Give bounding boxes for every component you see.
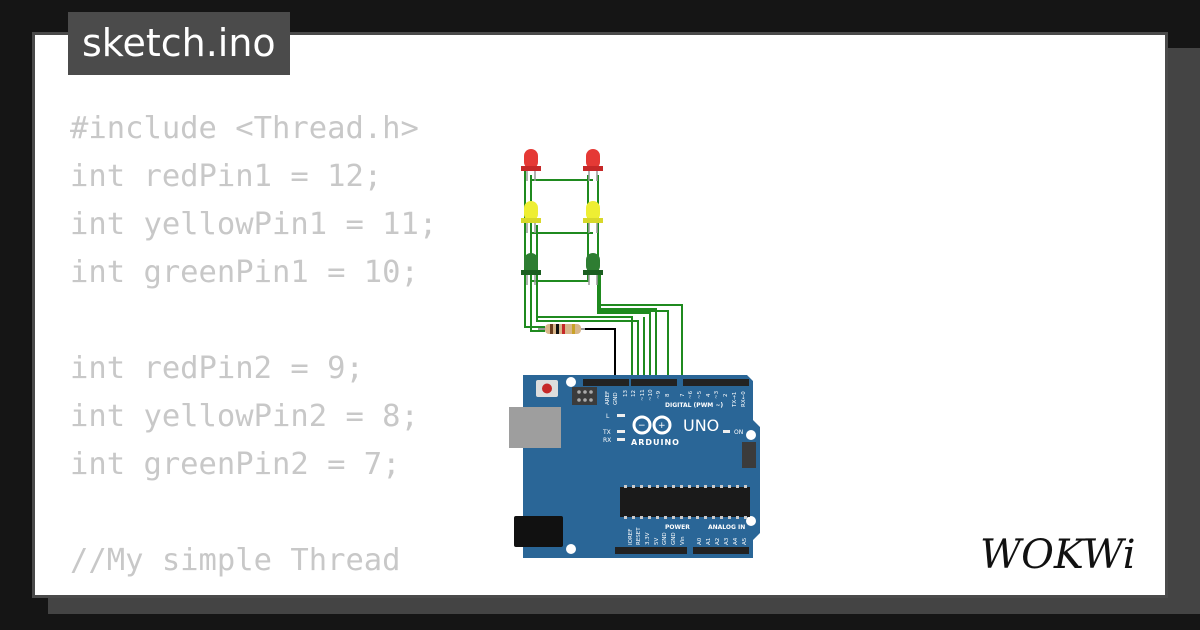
code-line: //My simple Thread — [70, 543, 401, 578]
pin-label: 5V — [654, 538, 660, 545]
pin-label: IOREF — [628, 529, 634, 545]
green-led-1[interactable] — [521, 253, 541, 285]
pin-label: GND — [613, 392, 619, 405]
pin-label: A3 — [724, 537, 730, 545]
usb-port — [509, 407, 561, 448]
pin-label: 13 — [623, 390, 629, 397]
project-card[interactable]: #include <Thread.h> int redPin1 = 12; int … — [32, 32, 1168, 598]
pin-label: GND — [662, 532, 668, 545]
pin-label: ~6 — [688, 390, 694, 399]
analog-pin-labels: A0 A1 A2 A3 A4 A5 — [697, 537, 748, 545]
board-brand: ARDUINO — [631, 438, 680, 447]
yellow-led-1[interactable] — [521, 201, 541, 233]
arduino-infinity-icon — [632, 415, 672, 435]
power-jack — [514, 516, 563, 547]
plus-sign: + — [658, 421, 666, 431]
pin-label: 2 — [723, 394, 729, 398]
green-led-2[interactable] — [583, 253, 603, 285]
board-model: UNO — [683, 416, 719, 435]
pin-label: RX←0 — [741, 391, 747, 407]
pin-label: 8 — [665, 393, 671, 397]
pin-label: ~9 — [656, 390, 662, 399]
pin-label: ~11 — [640, 389, 646, 401]
wokwi-logo[interactable]: WOKWi — [978, 530, 1150, 576]
minus-sign: − — [638, 421, 646, 431]
rx-label: RX — [603, 437, 611, 444]
code-line: int greenPin1 = 10; — [70, 255, 419, 290]
pin-label: TX→1 — [732, 392, 738, 408]
pin-label: ~10 — [648, 389, 654, 401]
pin-label: 12 — [631, 390, 637, 397]
pin-label: GND — [671, 532, 677, 545]
pin-label: 7 — [680, 393, 686, 397]
ground-wire — [580, 328, 616, 381]
tx-label: TX — [602, 429, 611, 436]
red-led-1[interactable] — [521, 149, 541, 181]
code-line: int redPin1 = 12; — [70, 159, 383, 194]
code-line: #include <Thread.h> — [70, 111, 419, 146]
pin-label: RESET — [636, 527, 642, 545]
code-line: int yellowPin2 = 8; — [70, 399, 419, 434]
pin-label: A4 — [733, 537, 739, 545]
circuit-diagram: − + UNO ARDUINO DIGITAL (PWM ~) POWER AN… — [509, 149, 760, 558]
wokwi-logo-text: WOKWi — [980, 532, 1136, 576]
wires — [524, 170, 683, 381]
code-line: int redPin2 = 9; — [70, 351, 364, 386]
pin-label: ~5 — [697, 390, 703, 399]
code-line: int yellowPin1 = 11; — [70, 207, 438, 242]
digital-header-label: DIGITAL (PWM ~) — [665, 402, 723, 409]
code-preview: #include <Thread.h> int redPin1 = 12; int … — [70, 105, 584, 595]
pin-label: 4 — [706, 393, 712, 397]
code-line: Thread myThread1 = Thread(); — [70, 585, 584, 595]
pin-label: A1 — [706, 538, 712, 545]
pin-label: 3.3V — [645, 532, 651, 545]
file-tab[interactable]: sketch.ino — [68, 12, 290, 75]
pin-label: A5 — [742, 537, 748, 545]
pin-label: Vin — [680, 536, 686, 545]
on-label: ON — [734, 429, 743, 436]
pin-label: A2 — [715, 538, 721, 545]
pin-label: AREF — [605, 391, 611, 405]
resistor[interactable] — [538, 324, 585, 334]
power-header-label: POWER — [665, 524, 690, 531]
microcontroller-chip — [620, 487, 750, 517]
red-led-2[interactable] — [583, 149, 603, 181]
arduino-board[interactable]: − + UNO ARDUINO DIGITAL (PWM ~) POWER AN… — [509, 375, 760, 558]
led-l-label: L — [606, 413, 610, 420]
pin-label: ~3 — [714, 390, 720, 399]
top-pin-labels: AREF GND 13 12 ~11 ~10 ~9 8 7 ~6 ~5 4 ~3… — [605, 389, 747, 408]
power-pin-labels: IOREF RESET 3.3V 5V GND GND Vin — [628, 527, 686, 545]
analog-header-label: ANALOG IN — [708, 524, 745, 531]
pin-label: A0 — [697, 537, 703, 545]
code-line: int greenPin2 = 7; — [70, 447, 401, 482]
yellow-led-2[interactable] — [583, 201, 603, 233]
